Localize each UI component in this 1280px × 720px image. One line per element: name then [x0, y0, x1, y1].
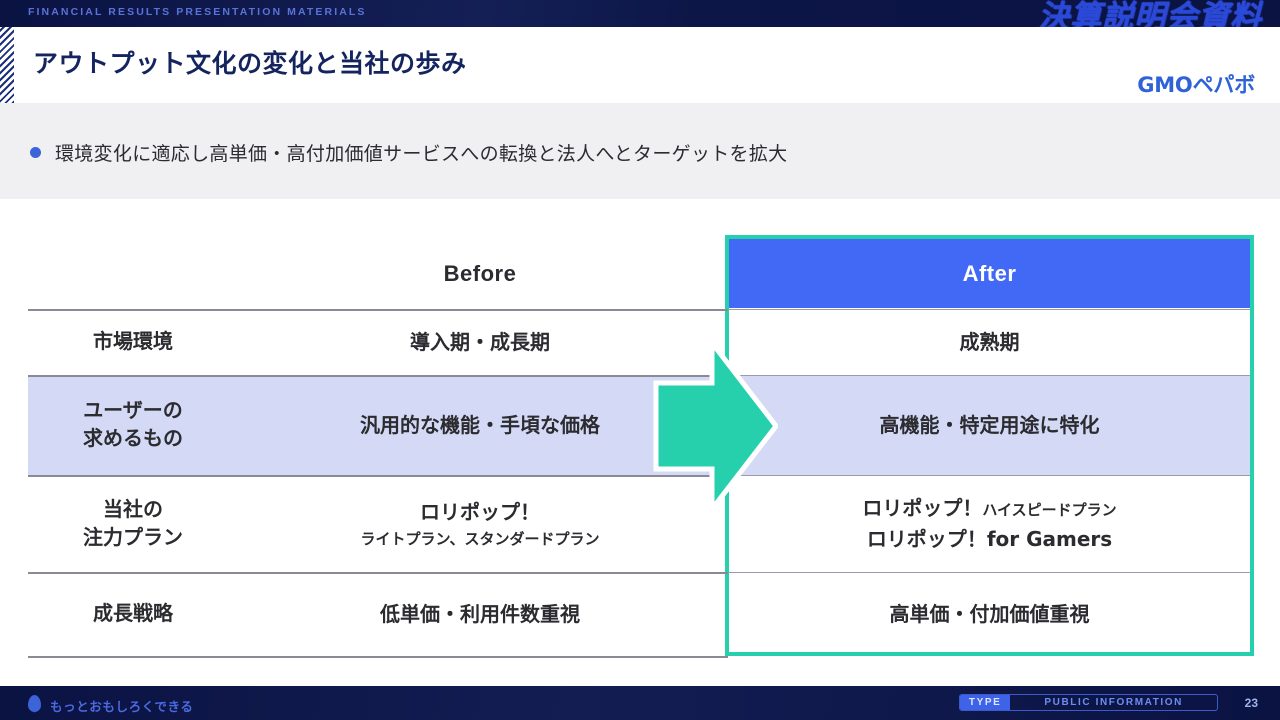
column-header-before: Before — [330, 239, 630, 308]
comparison-table: Before After 市場環境 導入期・成長期 成熟期 ユーザーの 求めるも… — [0, 199, 1280, 686]
footer-bar: もっとおもしろくできる TYPE PUBLIC INFORMATION 23 — [0, 686, 1280, 720]
row-label-market: 市場環境 — [93, 329, 173, 354]
brand-logo: GMOペパボ — [1137, 73, 1255, 97]
row-divider-1-left — [28, 375, 728, 377]
row-before-growth-strategy: 低単価・利用件数重視 — [380, 602, 580, 626]
row-after-focus-plan: ロリポップ！ハイスピードプラン ロリポップ！for Gamers — [729, 475, 1250, 572]
top-banner: FINANCIAL RESULTS PRESENTATION MATERIALS… — [0, 0, 1280, 27]
row-divider-top-left — [28, 309, 728, 311]
row-label-focus-plan: 当社の 注力プラン — [83, 496, 183, 549]
column-header-before-label: Before — [443, 260, 517, 286]
footer-tagline: もっとおもしろくできる — [50, 699, 194, 714]
row-divider-3-right — [729, 572, 1250, 573]
row-divider-1-right — [729, 375, 1250, 376]
after-plan-line-2: ロリポップ！for Gamers — [866, 527, 1113, 551]
row-label-growth-strategy: 成長戦略 — [93, 601, 173, 626]
bullet-text: 環境変化に適応し高単価・高付加価値サービスへの転換と法人へとターゲットを拡大 — [55, 143, 788, 165]
lead-band: 環境変化に適応し高単価・高付加価値サービスへの転換と法人へとターゲットを拡大 — [0, 103, 1280, 199]
column-header-after: After — [729, 239, 1250, 308]
page-title: アウトプット文化の変化と当社の歩み — [33, 49, 467, 78]
bullet-item: 環境変化に適応し高単価・高付加価値サービスへの転換と法人へとターゲットを拡大 — [30, 139, 787, 166]
highlight-band-row2 — [28, 375, 1254, 475]
page-number: 23 — [1244, 696, 1258, 710]
row-divider-top-right — [729, 309, 1250, 310]
footer-gradient — [0, 686, 1280, 720]
document-type-value: PUBLIC INFORMATION — [1044, 697, 1183, 708]
row-after-user-needs: 高機能・特定用途に特化 — [879, 413, 1100, 437]
banner-eyebrow-text: FINANCIAL RESULTS PRESENTATION MATERIALS — [28, 6, 367, 18]
balloon-icon — [28, 695, 41, 712]
column-header-after-label: After — [962, 260, 1017, 286]
row-after-growth-strategy: 高単価・付加価値重視 — [889, 602, 1090, 626]
row-divider-bottom-left — [28, 656, 728, 658]
title-zone: アウトプット文化の変化と当社の歩み GMOペパボ — [0, 27, 1280, 103]
row-divider-2-right — [729, 475, 1250, 476]
transition-arrow-icon — [653, 341, 778, 511]
row-divider-3-left — [28, 572, 728, 574]
bullet-dot-icon — [30, 147, 41, 158]
banner-gradient — [0, 0, 1280, 27]
row-after-market: 成熟期 — [959, 330, 1020, 354]
after-plan-line-1: ロリポップ！ハイスピードプラン — [862, 496, 1117, 520]
document-type-badge: TYPE PUBLIC INFORMATION — [958, 694, 1218, 711]
banner-japanese-title: 決算説明会資料 — [1038, 0, 1262, 27]
row-label-user-needs: ユーザーの 求めるもの — [83, 398, 183, 450]
row-before-market: 導入期・成長期 — [410, 330, 550, 354]
document-type-key: TYPE — [959, 695, 1011, 710]
row-before-user-needs: 汎用的な機能・手頃な価格 — [360, 413, 600, 437]
hatched-accent-bar — [0, 27, 14, 103]
row-before-focus-plan: ロリポップ！ ライトプラン、スタンダードプラン — [360, 500, 600, 548]
row-divider-2-left — [28, 475, 728, 477]
